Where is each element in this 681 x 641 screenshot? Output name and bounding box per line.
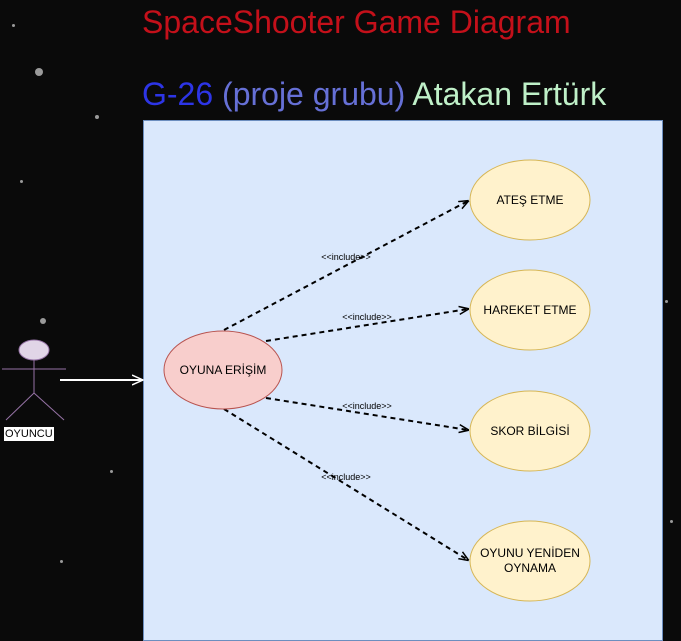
background-star <box>20 180 23 183</box>
background-star <box>665 300 668 303</box>
actor-left-leg <box>5 392 35 421</box>
actor-label: OYUNCU <box>4 427 54 441</box>
use-case-ates-etme-ellipse[interactable] <box>469 159 591 241</box>
include-label: <<include>> <box>321 472 371 482</box>
main-use-case-ellipse[interactable] <box>163 330 283 410</box>
group-note: (proje grubu) <box>222 76 406 112</box>
main-use-case-label: OYUNA ERİŞİM <box>179 362 267 377</box>
group-code: G-26 <box>142 76 214 112</box>
diagram-subtitle: G-26 (proje grubu) Atakan Ertürk <box>142 76 606 113</box>
use-case-skor-bilgisi-ellipse[interactable] <box>469 390 591 472</box>
author-name: Atakan Ertürk <box>412 76 607 112</box>
use-case-ates-etme-label: ATEŞ ETME <box>496 192 564 207</box>
include-label: <<include>> <box>342 312 392 322</box>
actor-head <box>18 339 50 361</box>
use-case-skor-bilgisi-label: SKOR BİLGİSİ <box>490 423 570 438</box>
use-case-hareket-etme-label: HAREKET ETME <box>483 302 577 317</box>
include-arrow-oyunu-yeniden-oynama[interactable] <box>223 408 468 560</box>
background-star <box>670 520 673 523</box>
use-case-oyunu-yeniden-oynama-label: OYUNU YENİDEN OYNAMA <box>480 546 580 575</box>
background-star <box>110 470 113 473</box>
use-case-hareket-etme-ellipse[interactable] <box>469 269 591 351</box>
include-arrow-hareket-etme[interactable] <box>265 309 468 342</box>
background-star <box>12 24 15 27</box>
include-arrow-ates-etme[interactable] <box>223 201 468 331</box>
use-case-oyunu-yeniden-oynama-ellipse[interactable] <box>469 520 591 602</box>
diagram-title: SpaceShooter Game Diagram <box>142 4 571 40</box>
actor-figure[interactable] <box>2 339 66 421</box>
actor-right-leg <box>33 392 65 421</box>
include-arrow-skor-bilgisi[interactable] <box>265 397 468 430</box>
background-star <box>95 115 99 119</box>
background-star <box>40 318 46 324</box>
background-star <box>35 68 43 76</box>
include-label: <<include>> <box>321 252 371 262</box>
background-star <box>60 560 63 563</box>
include-label: <<include>> <box>342 401 392 411</box>
